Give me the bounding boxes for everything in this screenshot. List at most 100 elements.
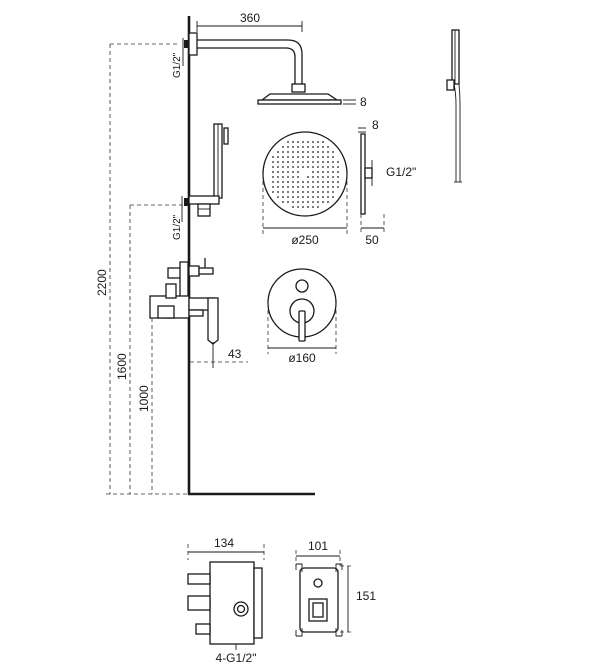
nozzle-dot xyxy=(317,176,319,178)
dim-projection-label: 43 xyxy=(228,347,242,361)
dim-total-height: 2200 xyxy=(95,43,188,495)
nozzle-dot xyxy=(312,191,314,193)
nozzle-dot xyxy=(327,191,329,193)
nozzle-dot xyxy=(332,166,334,168)
nozzle-dot xyxy=(307,151,309,153)
nozzle-dot xyxy=(312,206,314,208)
nozzle-dot xyxy=(277,176,279,178)
nozzle-dot xyxy=(277,196,279,198)
nozzle-dot xyxy=(272,191,274,193)
nozzle-dot xyxy=(287,141,289,143)
nozzle-dot xyxy=(302,161,304,163)
thread-label-mid: G1/2" xyxy=(172,214,183,240)
nozzle-dot xyxy=(297,176,299,178)
nozzle-dot xyxy=(292,166,294,168)
dim-box-threads-label: 4-G1/2" xyxy=(216,651,257,665)
shower-head-front-view: ø250 xyxy=(262,131,348,247)
dim-head-depth-label: 50 xyxy=(365,233,379,247)
nozzle-dot xyxy=(277,166,279,168)
dim-box-width-label: 101 xyxy=(308,539,328,553)
nozzle-dot xyxy=(297,156,299,158)
shower-nozzle-grid xyxy=(272,141,339,208)
nozzle-dot xyxy=(322,166,324,168)
nozzle-dot xyxy=(297,181,299,183)
nozzle-dot xyxy=(307,196,309,198)
nozzle-dot xyxy=(307,176,309,178)
mixer-lever-front xyxy=(298,310,306,342)
arm-wall-flange xyxy=(188,32,198,56)
nozzle-dot xyxy=(292,196,294,198)
mixer-upper-nut xyxy=(188,265,200,277)
nozzle-dot xyxy=(317,191,319,193)
mixer-upper-cap xyxy=(198,267,214,275)
nozzle-dot xyxy=(297,171,299,173)
detail-head-connector xyxy=(364,167,373,179)
nozzle-dot xyxy=(287,161,289,163)
nozzle-dot xyxy=(307,141,309,143)
nozzle-dot xyxy=(292,161,294,163)
mixer-plate-front-view: ø160 xyxy=(267,268,337,365)
nozzle-dot xyxy=(332,196,334,198)
nozzle-dot xyxy=(337,166,339,168)
nozzle-dot xyxy=(322,201,324,203)
nozzle-dot xyxy=(282,161,284,163)
shower-head-side xyxy=(257,99,342,105)
nozzle-dot xyxy=(282,176,284,178)
nozzle-dot xyxy=(307,186,309,188)
nozzle-dot xyxy=(322,186,324,188)
nozzle-dot xyxy=(312,176,314,178)
nozzle-dot xyxy=(307,166,309,168)
head-top-dome xyxy=(260,93,340,101)
nozzle-dot xyxy=(277,186,279,188)
nozzle-dot xyxy=(282,151,284,153)
box-outlet-core xyxy=(236,604,246,614)
dim-arm-length: 360 xyxy=(196,11,303,32)
nozzle-dot xyxy=(277,181,279,183)
kit-hose-line-1 xyxy=(453,83,457,182)
nozzle-dot xyxy=(277,156,279,158)
dim-head-thickness-detail-label: 8 xyxy=(372,118,379,132)
nozzle-dot xyxy=(292,186,294,188)
nozzle-dot xyxy=(332,191,334,193)
nozzle-dot xyxy=(322,146,324,148)
nozzle-dot xyxy=(327,176,329,178)
nozzle-dot xyxy=(327,156,329,158)
nozzle-dot xyxy=(302,206,304,208)
nozzle-dot xyxy=(327,186,329,188)
nozzle-dot xyxy=(332,186,334,188)
nozzle-dot xyxy=(272,176,274,178)
kit-hand-shower xyxy=(451,29,460,85)
mixer-lever-side xyxy=(207,297,219,345)
dim-outlet-height: 1600 xyxy=(115,204,184,494)
nozzle-dot xyxy=(337,186,339,188)
nozzle-dot xyxy=(322,196,324,198)
box-bracket-top-right xyxy=(335,563,343,572)
nozzle-dot xyxy=(297,191,299,193)
arm-pipe-bottom xyxy=(197,47,296,84)
box-body-side xyxy=(209,561,255,645)
dim-mixer-height: 1000 xyxy=(137,317,166,494)
nozzle-dot xyxy=(297,196,299,198)
nozzle-dot xyxy=(282,146,284,148)
nozzle-dot xyxy=(287,186,289,188)
nozzle-dot xyxy=(282,201,284,203)
nozzle-dot xyxy=(332,151,334,153)
nozzle-dot xyxy=(302,146,304,148)
nozzle-dot xyxy=(317,141,319,143)
nozzle-dot xyxy=(337,181,339,183)
kit-hose-line-2 xyxy=(458,83,461,182)
kit-holder xyxy=(446,79,455,91)
shower-head-outline xyxy=(262,131,348,217)
nozzle-dot xyxy=(322,161,324,163)
nozzle-dot xyxy=(312,151,314,153)
nozzle-dot xyxy=(307,191,309,193)
nozzle-dot xyxy=(317,196,319,198)
dim-arm-label: 360 xyxy=(240,11,260,25)
shower-head-side-detail: 8 G1/2" 50 xyxy=(358,118,416,247)
shower-arm-side-view xyxy=(188,32,342,105)
nozzle-dot xyxy=(327,201,329,203)
nozzle-dot xyxy=(272,171,274,173)
nozzle-dot xyxy=(317,181,319,183)
nozzle-dot xyxy=(322,176,324,178)
nozzle-dot xyxy=(297,206,299,208)
